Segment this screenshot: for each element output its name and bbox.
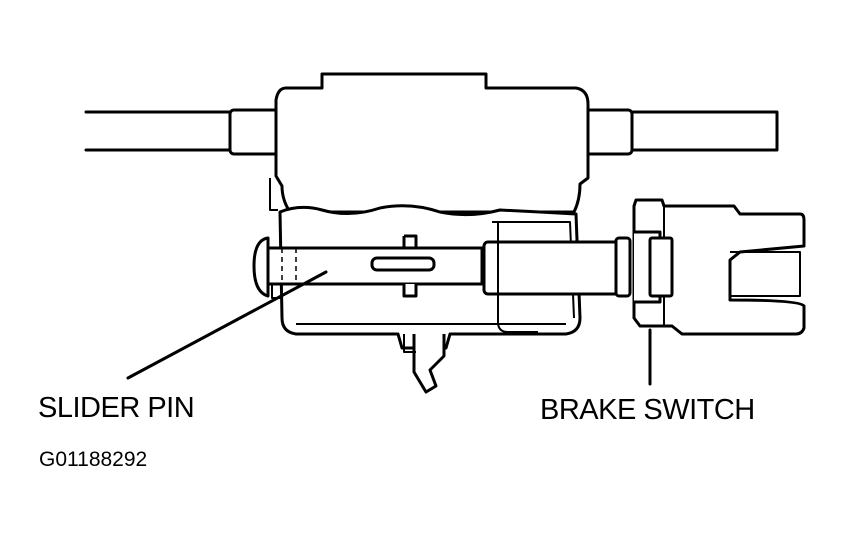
lower-housing: [271, 204, 582, 394]
slider-pin-leader: [126, 270, 328, 380]
slider-pin-label: SLIDER PIN: [38, 392, 195, 424]
right-rod: [584, 108, 779, 156]
plunger: [482, 222, 632, 333]
brake-switch-label: BRAKE SWITCH: [540, 394, 755, 426]
figure-code: G01188292: [39, 448, 148, 471]
left-rod: [84, 108, 282, 156]
upper-housing: [269, 72, 590, 214]
brake-switch: [632, 198, 806, 336]
